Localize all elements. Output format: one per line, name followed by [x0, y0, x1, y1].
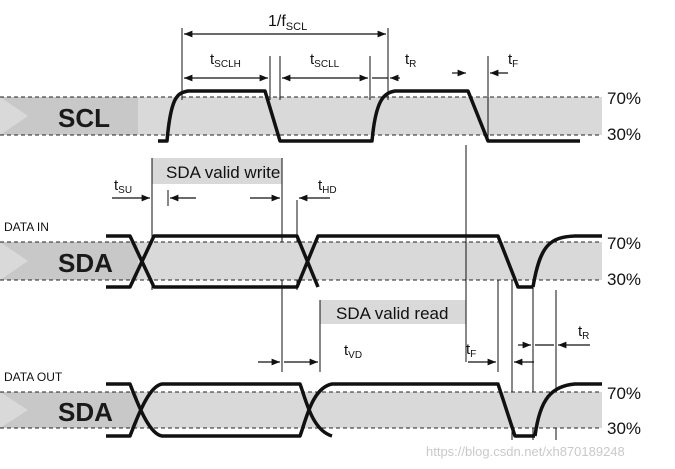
- sda-out-waveform-b: [106, 382, 333, 438]
- tvd-label: tVD: [344, 342, 362, 361]
- tsclh-label: tSCLH: [210, 51, 241, 70]
- sda-in-signal-label: SDA: [58, 248, 113, 278]
- sda-valid-read-label: SDA valid read: [336, 304, 448, 323]
- sda-in-label-arrow: [0, 242, 138, 280]
- scl-level-high: 70%: [607, 89, 641, 108]
- tf-bottom-label: tF: [466, 341, 476, 360]
- sda-in-row: DATA IN SDA 70% 30%: [0, 220, 641, 289]
- sda-in-waveform-b: [106, 234, 320, 289]
- tr-top-label: tR: [405, 51, 416, 70]
- sda-valid-write-label: SDA valid write: [166, 163, 280, 182]
- data-in-label: DATA IN: [4, 220, 49, 234]
- period-label: 1/fSCL: [268, 13, 307, 33]
- sda-valid-write-box: [152, 158, 282, 184]
- tf-top-label: tF: [508, 51, 518, 70]
- sda-out-row: DATA OUT SDA 70% 30%: [0, 370, 641, 438]
- sda-write-annotations: SDA valid write tSU tHD: [112, 158, 337, 372]
- sda-out-waveform-a: [106, 382, 535, 438]
- tr-bottom-label: tR: [578, 323, 589, 342]
- tsu-label: tSU: [114, 177, 132, 196]
- sda-out-level-high: 70%: [607, 384, 641, 403]
- sda-in-level-high: 70%: [607, 234, 641, 253]
- sda-in-level-low: 30%: [607, 270, 641, 289]
- scl-signal-label: SCL: [58, 103, 110, 133]
- scl-timing-annotations: 1/fSCL tSCLH tSCLL tR tF: [181, 13, 518, 141]
- sda-out-waveform-rise: [533, 382, 602, 437]
- sda-out-label-arrow: [0, 392, 138, 428]
- watermark: https://blog.csdn.net/xh870189248: [426, 444, 625, 459]
- sda-out-level-low: 30%: [607, 419, 641, 438]
- sda-out-signal-label: SDA: [58, 397, 113, 427]
- thd-label: tHD: [318, 177, 337, 196]
- sda-in-waveform-rise: [531, 234, 602, 288]
- scl-row: SCL 70% 30%: [0, 89, 641, 144]
- scl-level-low: 30%: [607, 125, 641, 144]
- tscll-label: tSCLL: [310, 51, 340, 70]
- scl-label-arrow: [0, 97, 138, 135]
- sda-valid-read-box: [320, 300, 466, 324]
- data-out-label: DATA OUT: [4, 370, 63, 384]
- scl-waveform: [158, 89, 580, 143]
